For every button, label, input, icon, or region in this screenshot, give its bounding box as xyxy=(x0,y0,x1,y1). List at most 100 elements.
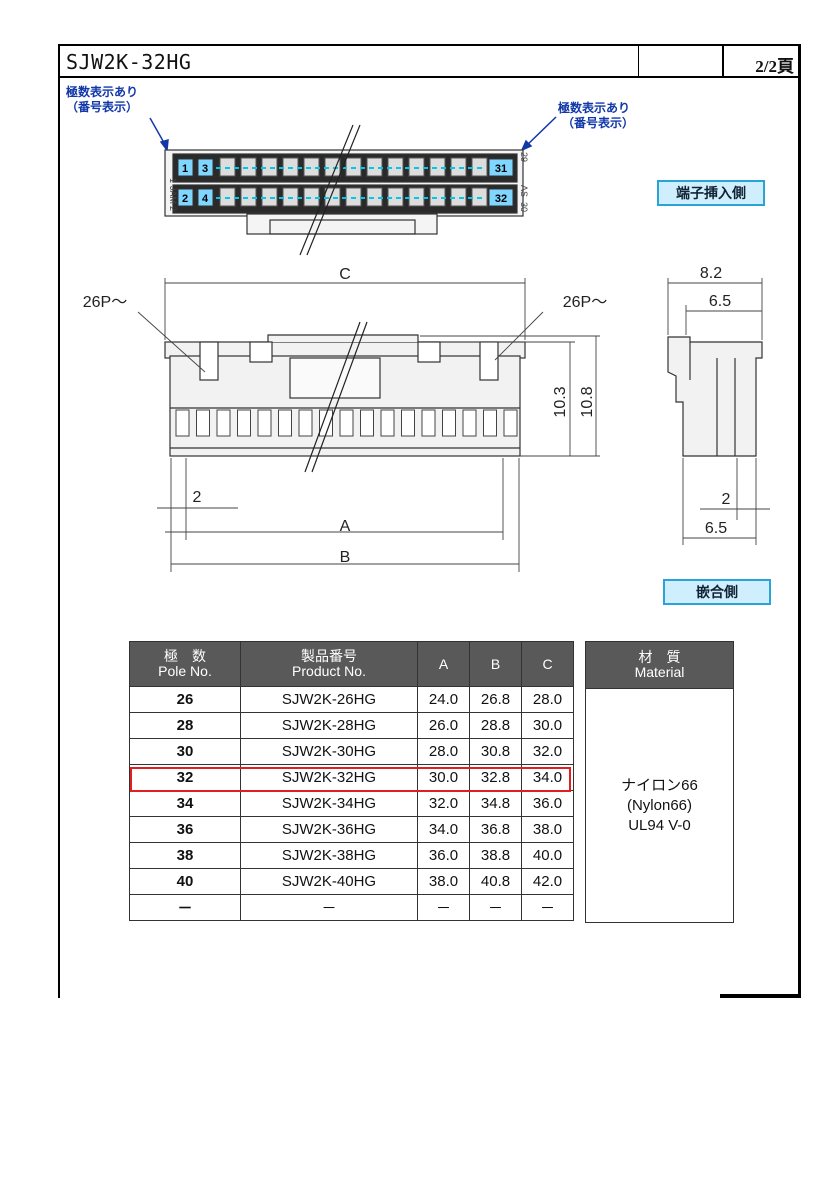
cell-c: 30.0 xyxy=(521,712,574,739)
material-line3: UL94 V-0 xyxy=(628,816,691,834)
mating-side-label: 嵌合側 xyxy=(663,579,771,605)
cell-pole: 28 xyxy=(129,712,241,739)
cell-product: SJW2K-40HG xyxy=(240,868,418,895)
front-teeth xyxy=(175,409,518,437)
terminal-slot xyxy=(462,409,477,437)
side-mark-right: AS xyxy=(519,185,529,197)
dim-height-10-3: 10.3 xyxy=(552,386,569,417)
terminal-slot xyxy=(257,409,272,437)
terminal-slot xyxy=(503,409,518,437)
cell-b: 40.8 xyxy=(469,868,522,895)
terminal-slot xyxy=(339,409,354,437)
note-right: 極数表示あり （番号表示） xyxy=(558,101,634,131)
terminal-slot xyxy=(380,409,395,437)
title-blank-cell xyxy=(638,46,721,76)
terminal-slot xyxy=(483,409,497,437)
cavity-number-1: 1 xyxy=(182,163,188,175)
dim-side-8-2: 8.2 xyxy=(700,265,722,282)
cell-b: 34.8 xyxy=(469,790,522,817)
connector-front-view xyxy=(164,334,526,457)
cell-pole: 26 xyxy=(129,686,241,713)
cell-a: 28.0 xyxy=(417,738,470,765)
terminal-slot xyxy=(237,409,251,437)
note-left: 極数表示あり （番号表示） xyxy=(66,85,138,115)
dim-pitch: 2 xyxy=(193,489,202,506)
dim-b: B xyxy=(340,549,351,566)
cell-pole: 38 xyxy=(129,842,241,869)
dim-a: A xyxy=(340,518,351,535)
material-cell: ナイロン66 (Nylon66) UL94 V-0 xyxy=(585,688,734,923)
cell-b: 32.8 xyxy=(469,764,522,791)
cell-a: 38.0 xyxy=(417,868,470,895)
number-boxes: 1 3 2 4 31 32 xyxy=(177,158,514,207)
cell-b: 38.8 xyxy=(469,842,522,869)
terminal-slot xyxy=(442,409,456,437)
cell-c: 28.0 xyxy=(521,686,574,713)
side-mark-bottom-left: 2 xyxy=(168,206,178,211)
terminal-slot xyxy=(278,409,292,437)
cell-pole: 40 xyxy=(129,868,241,895)
dim-height-10-8: 10.8 xyxy=(579,386,596,417)
front-dimension-text: C A B 2 26P～ 26P～ 10.3 10.8 xyxy=(83,266,607,566)
side-mark-bottom-right: 30 xyxy=(519,202,529,212)
drawing-title: SJW2K-32HG xyxy=(66,50,192,74)
dim-c: C xyxy=(339,266,351,283)
cell-b: 28.8 xyxy=(469,712,522,739)
cell-a: － xyxy=(417,894,470,921)
break-lines-top xyxy=(299,124,361,256)
side-markings: 1 JAM 2 29 AS 30 xyxy=(168,152,529,212)
dim-side-6-5-top: 6.5 xyxy=(709,293,731,310)
note-arrows xyxy=(149,116,557,152)
dim-side-6-5-bottom: 6.5 xyxy=(705,520,727,537)
cavity-number-2: 2 xyxy=(182,193,188,205)
cell-c: － xyxy=(521,894,574,921)
side-mark-left: JAM xyxy=(168,186,178,204)
front-dimensions xyxy=(137,278,600,572)
cell-a: 34.0 xyxy=(417,816,470,843)
terminal-side-label: 端子挿入側 xyxy=(657,180,765,206)
cavity-number-32: 32 xyxy=(495,193,507,205)
terminal-slot xyxy=(421,409,436,437)
cell-a: 30.0 xyxy=(417,764,470,791)
sheet-bottom-bar xyxy=(720,994,799,998)
cell-c: 42.0 xyxy=(521,868,574,895)
cell-product: SJW2K-30HG xyxy=(240,738,418,765)
table-row: －－－－－ xyxy=(129,894,574,921)
material-line2: (Nylon66) xyxy=(626,796,693,814)
cavity-number-3: 3 xyxy=(202,163,208,175)
cyan-arrows xyxy=(216,167,486,199)
cell-a: 24.0 xyxy=(417,686,470,713)
cell-c: 36.0 xyxy=(521,790,574,817)
cell-c: 40.0 xyxy=(521,842,574,869)
note-right-line2: （番号表示） xyxy=(562,116,635,130)
header-c: C xyxy=(521,641,574,687)
cell-pole: 30 xyxy=(129,738,241,765)
cell-pole: 34 xyxy=(129,790,241,817)
terminal-slot xyxy=(298,409,313,437)
material-line1: ナイロン66 xyxy=(621,776,698,794)
dim-26p-left: 26P～ xyxy=(83,294,127,311)
cell-product: SJW2K-26HG xyxy=(240,686,418,713)
terminal-slot xyxy=(216,409,231,437)
side-dimensions xyxy=(667,278,770,545)
cell-product: SJW2K-32HG xyxy=(240,764,418,791)
cell-b: 36.8 xyxy=(469,816,522,843)
cell-a: 36.0 xyxy=(417,842,470,869)
cell-b: 30.8 xyxy=(469,738,522,765)
drawing-sheet: SJW2K-32HG 2/2頁 xyxy=(58,44,801,998)
title-bar: SJW2K-32HG 2/2頁 xyxy=(60,46,798,78)
terminal-slot xyxy=(196,409,210,437)
cell-pole: 36 xyxy=(129,816,241,843)
cell-pole: － xyxy=(129,894,241,921)
cell-b: － xyxy=(469,894,522,921)
terminal-slot xyxy=(319,409,333,437)
cell-product: SJW2K-36HG xyxy=(240,816,418,843)
